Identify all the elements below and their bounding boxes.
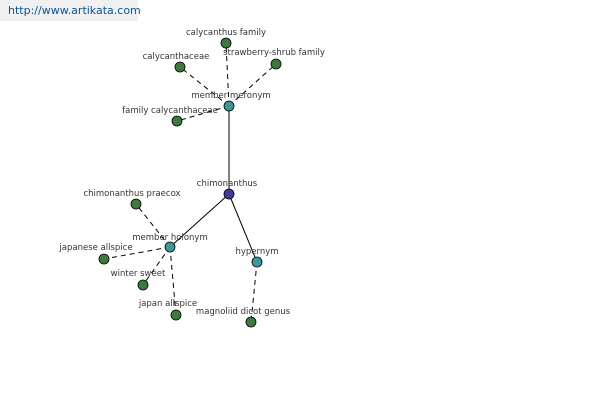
node-circle[interactable] <box>164 241 176 253</box>
node-strawberry-shrub-family[interactable]: strawberry-shrub family <box>223 48 325 70</box>
node-label: member meronym <box>191 91 270 101</box>
edge-member-holonym-to-winter-sweet <box>142 246 171 286</box>
node-japanese-allspice[interactable]: japanese allspice <box>58 243 133 265</box>
node-chimonanthus-praecox[interactable]: chimonanthus praecox <box>83 189 181 210</box>
node-calycanthaceae[interactable]: calycanthaceae <box>143 52 210 73</box>
edge-member-holonym-to-japanese-allspice <box>103 246 171 260</box>
edge-member-meronym-to-strawberry-shrub-family <box>228 63 277 107</box>
edge-member-meronym-to-calycanthaceae <box>179 66 230 107</box>
node-circle[interactable] <box>171 115 183 127</box>
node-winter-sweet[interactable]: winter sweet <box>111 269 166 291</box>
node-circle[interactable] <box>223 188 235 200</box>
edge-member-meronym-to-calycanthus-family <box>225 42 230 107</box>
node-chimonanthus[interactable]: chimonanthus <box>197 179 258 200</box>
node-circle[interactable] <box>270 58 282 70</box>
node-circle[interactable] <box>220 37 232 49</box>
node-label: winter sweet <box>111 269 166 279</box>
edge-chimonanthus-to-member-holonym <box>169 193 230 248</box>
node-label: chimonanthus <box>197 179 258 189</box>
node-circle[interactable] <box>98 253 110 265</box>
node-circle[interactable] <box>223 100 235 112</box>
node-label: calycanthaceae <box>143 52 210 62</box>
node-label: hypernym <box>235 247 278 257</box>
node-magnoliid-dicot-genus[interactable]: magnoliid dicot genus <box>196 307 291 328</box>
node-family-calycanthaceae[interactable]: family calycanthaceae <box>122 106 218 127</box>
node-label: chimonanthus praecox <box>83 189 180 199</box>
node-circle[interactable] <box>245 316 257 328</box>
node-label: japanese allspice <box>58 243 132 253</box>
node-circle[interactable] <box>170 309 182 321</box>
node-hypernym[interactable]: hypernym <box>235 247 279 268</box>
node-label: family calycanthaceae <box>122 106 218 116</box>
edge-member-holonym-to-chimonanthus-praecox <box>135 203 171 248</box>
nodes-layer: chimonanthus member meronym member holonym… <box>58 28 325 328</box>
node-label: strawberry-shrub family <box>223 48 325 58</box>
node-member-holonym[interactable]: member holonym <box>132 233 208 253</box>
edges-layer <box>103 42 277 323</box>
node-member-meronym[interactable]: member meronym <box>191 91 271 112</box>
node-label: japan allspice <box>138 299 197 309</box>
node-label: magnoliid dicot genus <box>196 307 291 317</box>
edge-member-meronym-to-family-calycanthaceae <box>176 105 230 122</box>
edge-member-holonym-to-japan-allspice <box>169 246 177 316</box>
node-circle[interactable] <box>130 198 142 210</box>
source-link[interactable]: http://www.artikata.com <box>0 0 141 21</box>
node-japan-allspice[interactable]: japan allspice <box>138 299 197 321</box>
node-calycanthus-family[interactable]: calycanthus family <box>186 28 266 49</box>
node-circle[interactable] <box>251 256 263 268</box>
node-label: calycanthus family <box>186 28 266 38</box>
node-circle[interactable] <box>174 61 186 73</box>
edge-hypernym-to-magnoliid-dicot-genus <box>250 261 258 323</box>
node-circle[interactable] <box>137 279 149 291</box>
edge-chimonanthus-to-hypernym <box>228 193 258 263</box>
node-label: member holonym <box>132 233 207 243</box>
